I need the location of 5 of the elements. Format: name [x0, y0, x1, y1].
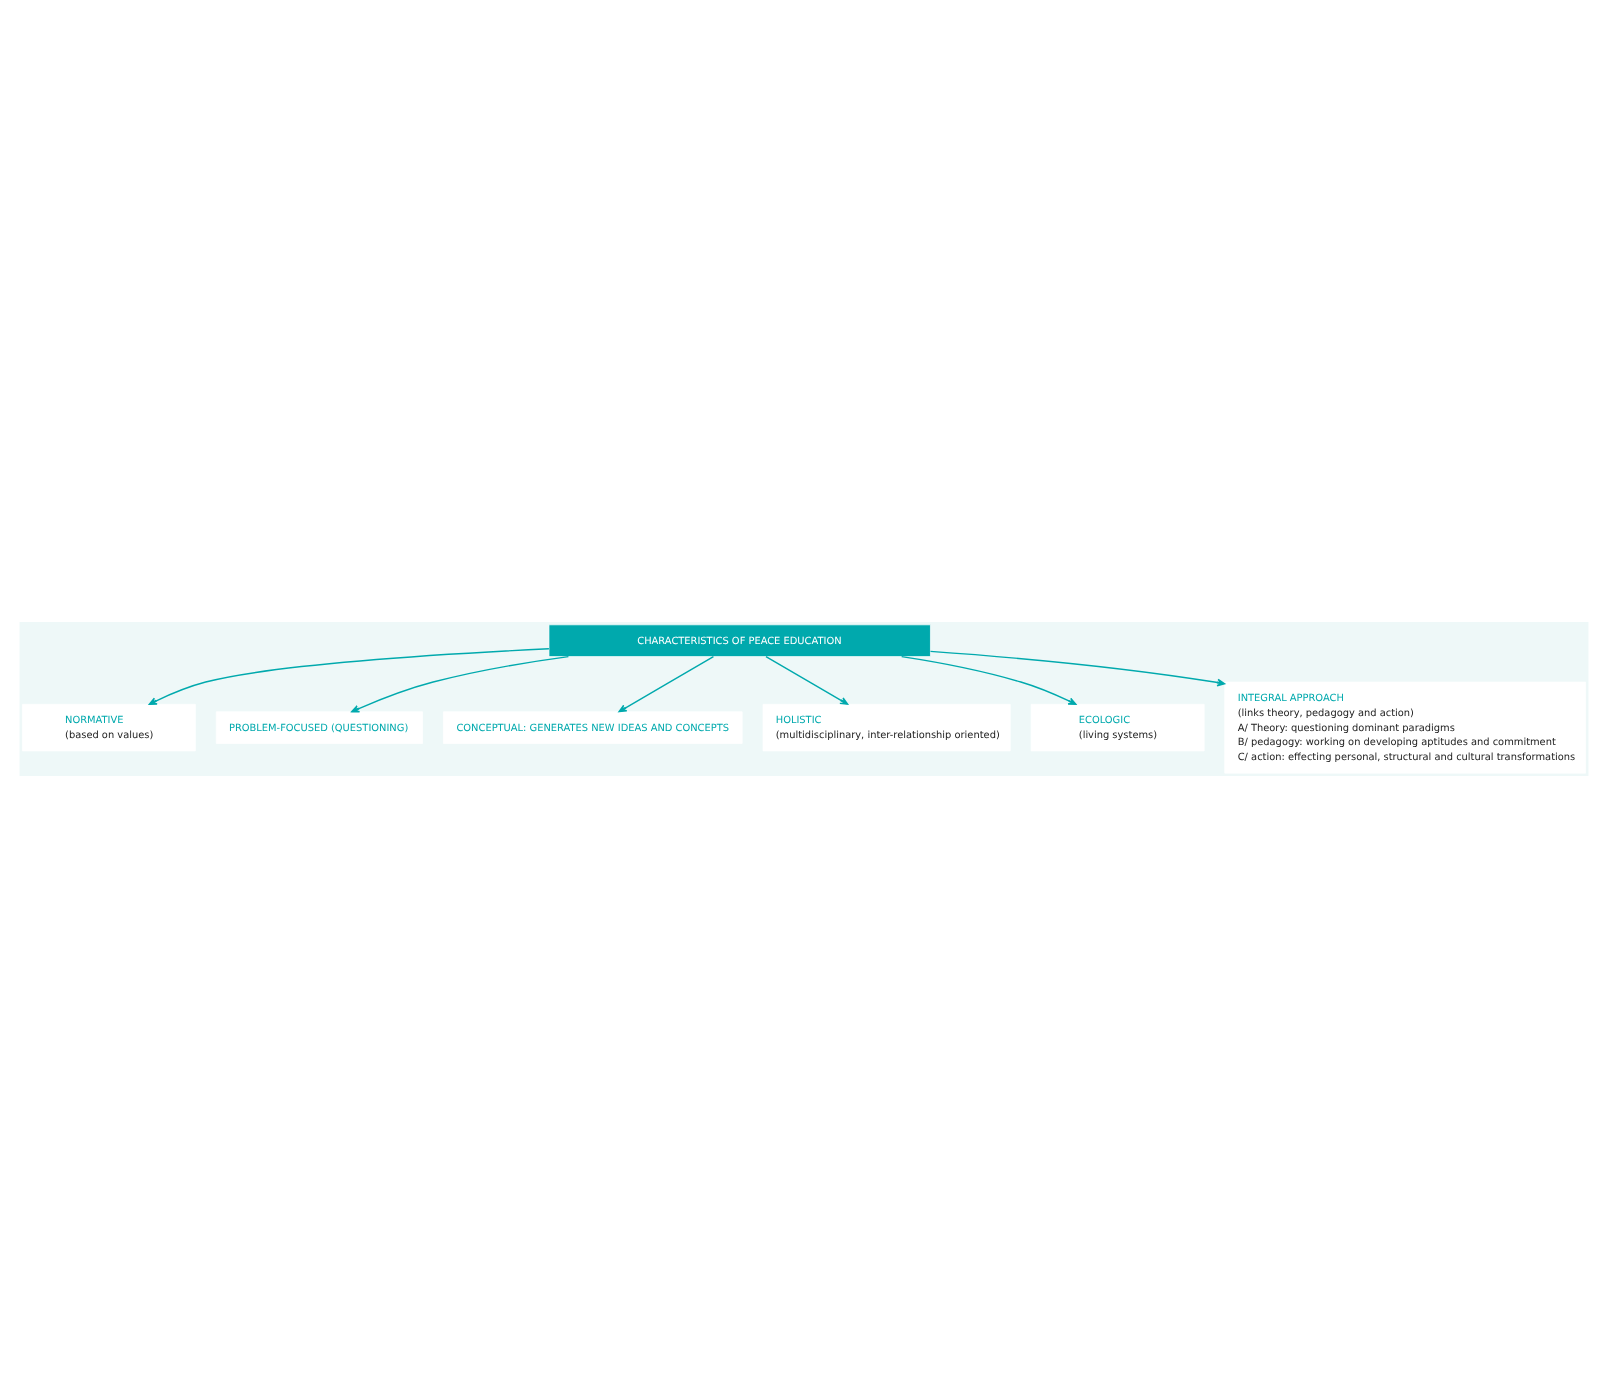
arrow — [618, 655, 715, 712]
arrow — [148, 647, 550, 704]
arrow — [900, 654, 1077, 704]
arrow — [929, 649, 1226, 686]
arrow — [765, 655, 849, 704]
